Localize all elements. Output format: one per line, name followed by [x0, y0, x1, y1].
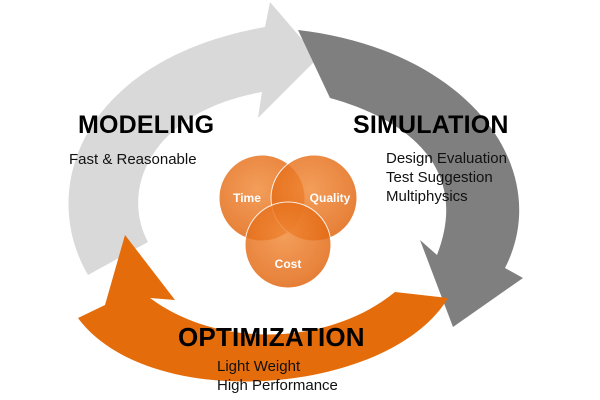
venn-diagram: Time Quality Cost	[218, 154, 358, 289]
venn-label-cost: Cost	[275, 257, 302, 271]
simulation-item: Test Suggestion	[386, 169, 493, 186]
modeling-list: Fast & Reasonable	[69, 150, 197, 169]
optimization-arrow	[78, 235, 448, 382]
simulation-item: Design Evaluation	[386, 150, 507, 167]
modeling-arrow	[68, 2, 319, 275]
simulation-arrow	[298, 30, 523, 327]
simulation-item: Multiphysics	[386, 188, 468, 205]
modeling-item: Fast & Reasonable	[69, 151, 197, 168]
simulation-list: Design Evaluation Test Suggestion Multip…	[386, 149, 507, 206]
venn-circle-cost	[244, 201, 332, 289]
modeling-title: MODELING	[78, 111, 215, 139]
venn-label-time: Time	[233, 191, 261, 205]
optimization-list: Light Weight High Performance	[217, 357, 338, 395]
simulation-title: SIMULATION	[353, 111, 509, 139]
optimization-item: Light Weight	[217, 358, 301, 375]
venn-label-quality: Quality	[310, 191, 351, 205]
optimization-title: OPTIMIZATION	[178, 322, 365, 352]
optimization-item: High Performance	[217, 377, 338, 394]
